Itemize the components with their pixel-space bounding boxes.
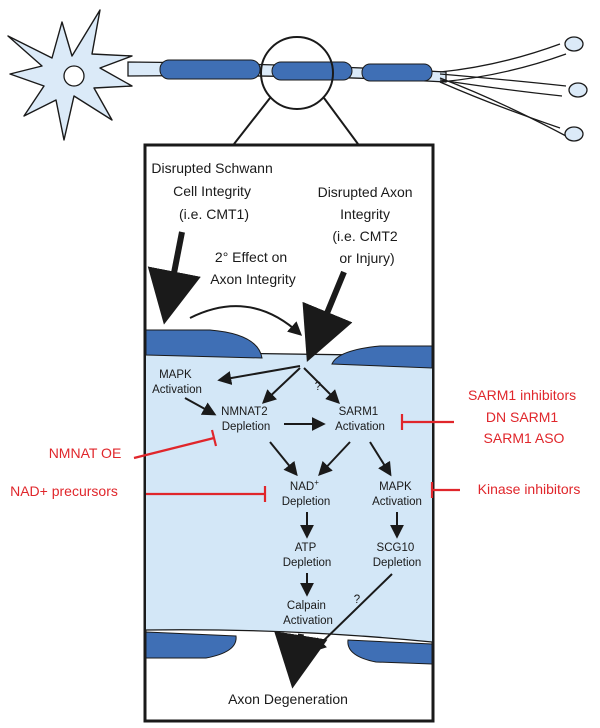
arrow-to-nmnat2 [261,367,301,404]
terminal-bouton [568,82,588,98]
myelin-top-left [145,329,263,359]
kinase-inhibitors-text: Kinase inhibitors [478,481,581,497]
myelin-bottom-left [145,631,237,659]
axon-line-3: (i.e. CMT2 [332,228,398,244]
secondary-curved-arrow [189,305,303,336]
sarm1-interventions-text: SARM1 inhibitors DN SARM1 SARM1 ASO [468,387,580,446]
node-scg10-depletion: SCG10 Depletion [373,542,422,569]
node-mapk-activation-2: MAPK Activation [372,481,422,508]
myelin-segment [271,61,353,81]
secondary-effect-text: 2° Effect on Axon Integrity [210,249,296,287]
schwann-line-1: Disrupted Schwann [151,160,272,176]
nad-precursors-text: NAD+ precursors [10,483,118,499]
zoom-line-left [233,97,271,145]
question-mark-scg10: ? [354,594,360,606]
calpain-thick-arrow [274,631,328,689]
arrow-sarm1-to-mapk2 [369,441,392,477]
node-mapk-activation-1: MAPK Activation [152,369,202,396]
nmnat-oe-line [133,436,215,460]
zoom-circle [260,36,334,110]
nmnat-oe-bar [210,429,218,447]
node-nmnat2-depletion: NMNAT2 Depletion [221,406,271,433]
terminal-bouton [564,126,584,142]
arrow-sarm1-to-nad [318,441,351,477]
myelin-segment [159,59,261,80]
arrow-nmnat2-to-nad [269,441,298,477]
axon-degeneration-label: Axon Degeneration [228,691,348,707]
node-sarm1-activation: SARM1 Activation [335,406,385,433]
secondary-line-1: 2° Effect on [215,249,287,265]
terminal-bouton [564,36,584,52]
arrow-to-sarm1 [303,367,340,404]
axon-interior [146,352,432,642]
question-mark-sarm1: ? [315,381,321,393]
schwann-line-3: (i.e. CMT1) [179,206,249,222]
axon-line-4: or Injury) [339,250,394,266]
axon-terminals [439,43,567,137]
myelin-bottom-right [347,639,433,665]
axon-thick-arrow [302,270,353,362]
zoom-line-right [323,97,359,145]
axon-line-1: Disrupted Axon [318,184,413,200]
node-atp-depletion: ATP Depletion [283,542,332,569]
schwann-text: Disrupted Schwann Cell Integrity (i.e. C… [151,160,276,222]
nucleus [63,65,85,87]
node-calpain-activation: Calpain Activation [283,600,333,627]
axon-line-2: Integrity [340,206,390,222]
schwann-line-2: Cell Integrity [173,183,251,199]
secondary-line-2: Axon Integrity [210,271,296,287]
myelin-segment [361,63,433,82]
node-nad-depletion: NAD+ Depletion [282,476,331,508]
arrow-mapk1-to-nmnat2 [184,397,217,416]
arrow-to-mapk1 [217,365,301,385]
axon-integrity-text: Disrupted Axon Integrity (i.e. CMT2 or I… [318,184,417,266]
nmnat-oe-text: NMNAT OE [49,445,122,461]
inhibition-lines [133,414,460,502]
schwann-thick-arrow [147,231,201,325]
neuron-illustration [7,9,588,145]
